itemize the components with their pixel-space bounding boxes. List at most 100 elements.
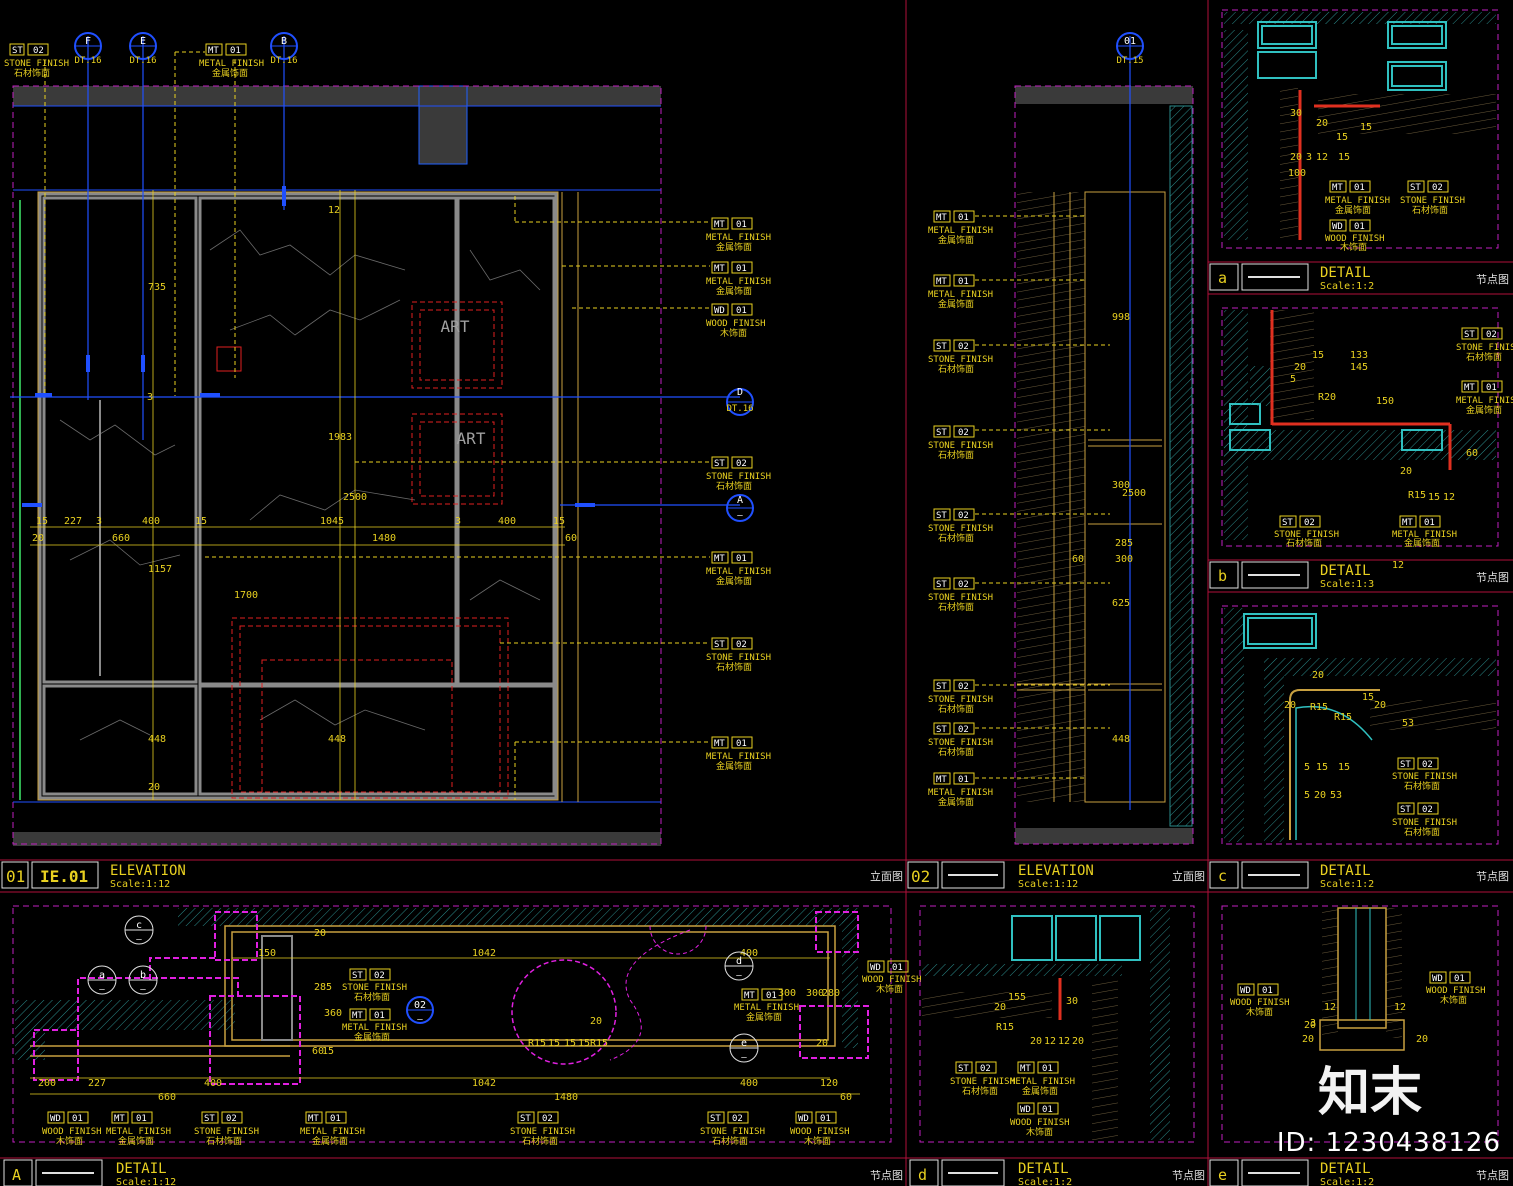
svg-text:STONE FINISH: STONE FINISH — [928, 738, 993, 748]
dim-a-4: 20 — [1290, 152, 1302, 163]
watermark-id: ID: 1230438126 — [1276, 1128, 1501, 1158]
svg-text:金属饰面: 金属饰面 — [716, 575, 752, 587]
titlebar-c: c DETAIL Scale:1:2 节点图 — [1209, 861, 1509, 890]
svg-text:METAL FINISH: METAL FINISH — [1456, 396, 1513, 406]
svg-text:—: — — [741, 1053, 747, 1063]
titlebar-01: 01 IE.01 ELEVATION Scale:1:12 立面图 — [1, 861, 903, 890]
dim-b-3: 20 — [1294, 362, 1306, 373]
svg-text:DETAIL: DETAIL — [1320, 863, 1371, 879]
svg-text:石材饰面: 石材饰面 — [938, 703, 974, 715]
callout-B-ref: DT.16 — [270, 56, 297, 66]
svg-text:MT: MT — [744, 991, 755, 1001]
svg-text:木饰面: 木饰面 — [804, 1135, 831, 1147]
titlebar-d: d DETAIL Scale:1:2 节点图 — [909, 1159, 1205, 1186]
svg-text:节点图: 节点图 — [870, 1169, 903, 1182]
svg-text:METAL FINISH: METAL FINISH — [1010, 1077, 1075, 1087]
svg-text:DETAIL: DETAIL — [116, 1161, 167, 1177]
svg-text:STONE FINISH: STONE FINISH — [928, 593, 993, 603]
callout-F[interactable]: F DT.16 — [74, 32, 102, 66]
svg-text:—: — — [736, 971, 742, 981]
dim-b-7: 60 — [1466, 448, 1478, 459]
dim-a-7: 15 — [1338, 152, 1350, 163]
svg-text:节点图: 节点图 — [1476, 870, 1509, 883]
watermark-logo: 知末 — [1318, 1063, 1423, 1123]
svg-text:STONE FINISH: STONE FINISH — [1456, 343, 1513, 353]
svg-text:石材饰面: 石材饰面 — [1466, 351, 1502, 363]
dim-c-12: 53 — [1402, 718, 1414, 729]
callout-B[interactable]: B DT.16 — [270, 32, 298, 66]
svg-text:石材饰面: 石材饰面 — [938, 449, 974, 461]
svg-text:石材饰面: 石材饰面 — [1286, 537, 1322, 549]
dim-A-13: 120 — [820, 1078, 838, 1089]
svg-text:01: 01 — [766, 991, 777, 1001]
dim-b-11: 12 — [1443, 492, 1455, 503]
dim-b-4: 15 — [1312, 350, 1324, 361]
svg-text:b: b — [1218, 567, 1227, 585]
svg-text:石材饰面: 石材饰面 — [354, 991, 390, 1003]
svg-text:01: 01 — [1354, 222, 1365, 232]
callout-d[interactable]: d — — [724, 951, 754, 981]
svg-text:石材饰面: 石材饰面 — [938, 601, 974, 613]
callout-b[interactable]: b — — [128, 965, 158, 995]
svg-text:STONE FINISH: STONE FINISH — [194, 1127, 259, 1137]
dim-A-11: 1042 — [472, 1078, 496, 1089]
callout-01[interactable]: 01 DT.15 — [1116, 32, 1144, 66]
dim-e-2: 20 — [1304, 1020, 1316, 1031]
callout-A-letter: A — [737, 495, 743, 506]
svg-text:金属饰面: 金属饰面 — [1335, 204, 1371, 216]
svg-text:Scale:1:12: Scale:1:12 — [110, 879, 170, 890]
svg-text:—: — — [136, 935, 142, 945]
dim-c-0: 20 — [1312, 670, 1324, 681]
svg-text:石材饰面: 石材饰面 — [522, 1135, 558, 1147]
svg-text:MT: MT — [1020, 1064, 1031, 1074]
dim-A-7: 15 — [322, 1046, 334, 1057]
dim-c-9: 20 — [1314, 790, 1326, 801]
dim-A-14: 660 — [158, 1092, 176, 1103]
dim-e1-v-7: 448 — [148, 734, 166, 745]
svg-text:METAL FINISH: METAL FINISH — [706, 752, 771, 762]
svg-text:MT: MT — [936, 277, 947, 287]
callout-c[interactable]: c — — [124, 915, 154, 945]
svg-text:b: b — [140, 970, 146, 981]
svg-text:A: A — [12, 1166, 21, 1184]
svg-text:METAL FINISH: METAL FINISH — [928, 226, 993, 236]
svg-text:ELEVATION: ELEVATION — [110, 863, 186, 879]
svg-text:a: a — [99, 970, 105, 981]
dim-a-0: 30 — [1290, 108, 1302, 119]
dim-e1-h1-1: 227 — [64, 516, 82, 527]
callout-02[interactable]: 02 — — [406, 996, 434, 1025]
svg-text:e: e — [741, 1038, 747, 1049]
detail-c: 20 R15 R15 20 15 20 5 15 15 20 5 53 53 — [1221, 605, 1499, 845]
svg-text:e: e — [1218, 1166, 1227, 1184]
callout-D[interactable]: D DT.16 — [726, 387, 754, 416]
svg-text:STONE FINISH: STONE FINISH — [928, 524, 993, 534]
callout-a[interactable]: a — — [87, 965, 117, 995]
dim-A-6: 60 — [312, 1046, 324, 1057]
svg-text:金属饰面: 金属饰面 — [118, 1135, 154, 1147]
art-label-1: ART — [441, 317, 470, 336]
svg-text:WOOD FINISH: WOOD FINISH — [1426, 986, 1486, 996]
callout-A[interactable]: A — — [726, 494, 754, 522]
svg-text:DETAIL: DETAIL — [1320, 563, 1371, 579]
dim-A-17: 300 — [806, 988, 824, 999]
callout-E[interactable]: E DT.16 — [129, 32, 157, 66]
dim-c-10: 5 — [1304, 790, 1310, 801]
dim-d-6: 12 — [1058, 1036, 1070, 1047]
dim-A-25: 20 — [816, 1038, 828, 1049]
svg-text:石材饰面: 石材饰面 — [14, 67, 50, 79]
svg-text:WOOD FINISH: WOOD FINISH — [862, 975, 922, 985]
dim-e-5: 20 — [1416, 1034, 1428, 1045]
dim-A-23: R15 — [528, 1038, 546, 1049]
svg-text:石材饰面: 石材饰面 — [206, 1135, 242, 1147]
callout-e[interactable]: e — — [729, 1033, 759, 1063]
svg-text:02: 02 — [414, 1000, 426, 1011]
svg-text:METAL FINISH: METAL FINISH — [199, 59, 264, 69]
